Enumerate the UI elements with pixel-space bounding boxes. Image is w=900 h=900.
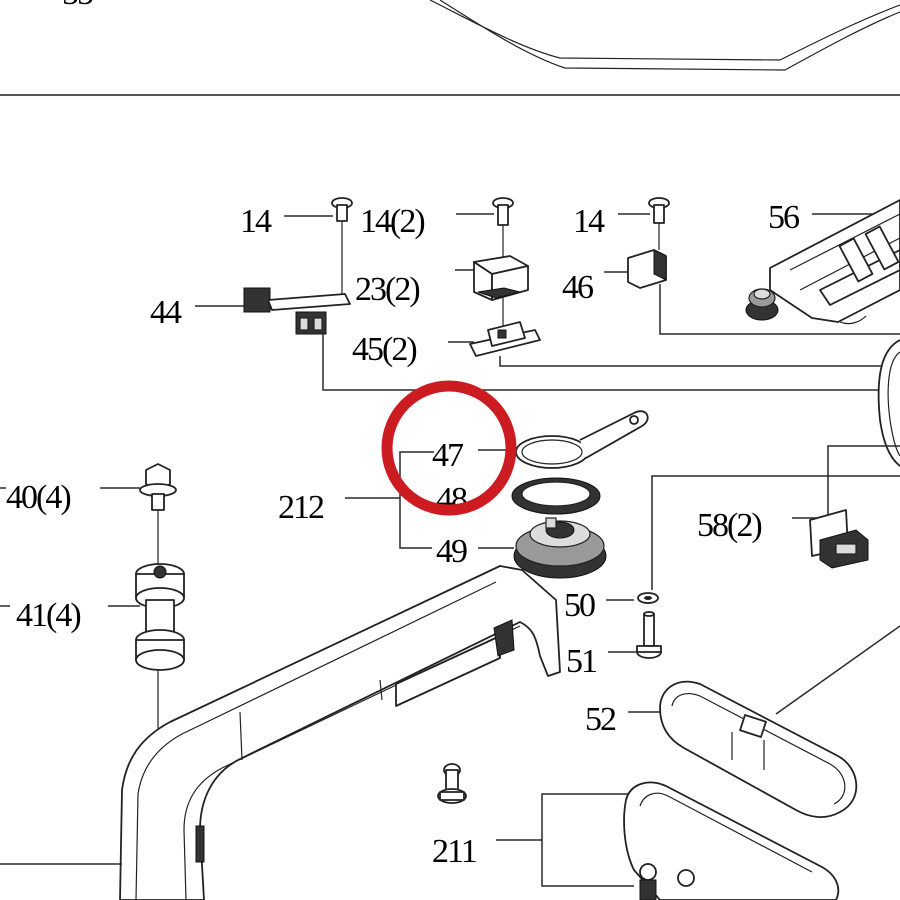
label-50: 50 <box>564 587 595 624</box>
label-47: 47 <box>432 437 464 474</box>
part-49-cap <box>513 517 607 579</box>
frame-line <box>775 625 900 715</box>
assembly-56: 56 <box>745 199 900 325</box>
part-56-housing <box>769 199 900 325</box>
part-211-frame <box>623 781 840 900</box>
leader-44-long <box>322 334 900 391</box>
right-frame <box>775 339 900 715</box>
label-14-2: 14(2) <box>360 203 424 240</box>
label-211: 211 <box>432 833 476 870</box>
part-44-bracket <box>243 287 351 335</box>
top-part-outline <box>429 0 900 61</box>
bracket-47-49 <box>399 451 434 549</box>
assembly-50-51: 50 51 <box>564 475 900 680</box>
leader-50-up <box>651 475 900 590</box>
part-knob <box>745 288 779 321</box>
leader-46-long <box>659 284 900 335</box>
label-55: 55 <box>62 0 93 12</box>
label-212: 212 <box>278 489 324 526</box>
part-41-spacer <box>135 563 185 671</box>
label-45-2: 45(2) <box>352 331 416 368</box>
part-211-screw <box>437 763 467 804</box>
label-14-right: 14 <box>573 203 605 240</box>
label-52: 52 <box>585 701 616 738</box>
assembly-46: 14 46 <box>562 197 900 335</box>
leader-45-long <box>499 356 900 367</box>
label-49: 49 <box>436 533 467 570</box>
assembly-40-41: 40(4) 41(4) <box>0 463 185 900</box>
assembly-52: 52 <box>585 680 858 818</box>
part-23-clip <box>473 255 529 301</box>
part-52-cover <box>659 680 858 818</box>
assembly-47-49: 47 48 49 212 <box>278 410 649 579</box>
label-56: 56 <box>768 199 799 236</box>
bracket-211 <box>541 793 634 887</box>
part-48-seal <box>511 477 601 515</box>
label-44: 44 <box>150 294 182 331</box>
top-panel: 55 <box>0 0 900 96</box>
part-45-base <box>469 321 541 357</box>
label-51: 51 <box>566 643 596 680</box>
label-41-4: 41(4) <box>16 597 80 634</box>
assembly-44: 14 44 <box>150 197 900 391</box>
label-58-2: 58(2) <box>697 507 761 544</box>
assembly-58: 58(2) <box>697 445 900 569</box>
screw-14-right <box>648 197 670 250</box>
leader-58-up <box>827 445 900 520</box>
part-58-connector <box>809 509 869 569</box>
part-47-gasket-tab <box>515 410 649 469</box>
part-50-hole <box>644 596 652 600</box>
label-23-2: 23(2) <box>355 271 419 308</box>
label-40-4: 40(4) <box>6 479 70 516</box>
label-14-left: 14 <box>240 203 272 240</box>
screw-14-left <box>331 197 353 295</box>
assembly-23-45: 14(2) 23(2) 45(2) <box>352 197 900 368</box>
label-46: 46 <box>562 269 593 306</box>
handle-bar <box>0 565 561 900</box>
part-51-bolt <box>636 611 662 659</box>
assembly-211: 211 <box>432 763 840 900</box>
highlight-circle <box>381 380 517 516</box>
top-part-outline-inner <box>439 0 900 71</box>
part-46-block <box>627 249 667 289</box>
